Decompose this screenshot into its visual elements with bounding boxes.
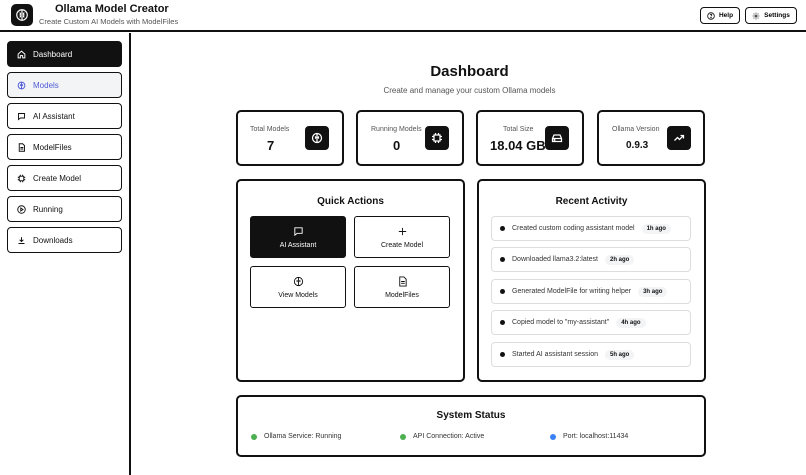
file-icon: [398, 275, 407, 287]
status-api-connection: API Connection: Active: [400, 433, 484, 440]
activity-item: Created custom coding assistant model 1h…: [491, 216, 691, 241]
quick-action-ai-assistant[interactable]: AI Assistant: [250, 216, 346, 258]
time-badge: 1h ago: [641, 223, 671, 234]
chat-icon: [293, 226, 303, 236]
bullet-icon: [500, 352, 505, 357]
trending-up-icon: [667, 126, 691, 150]
recent-activity-panel: Recent Activity Created custom coding as…: [477, 179, 706, 382]
settings-button[interactable]: Settings: [745, 7, 797, 24]
activity-item: Downloaded llama3.2:latest 2h ago: [491, 247, 691, 272]
home-icon: [17, 49, 26, 58]
stat-card-total-models: Total Models 7: [236, 110, 344, 166]
sidebar-item-models[interactable]: Models: [7, 72, 122, 98]
brain-icon: [11, 4, 33, 26]
chat-icon: [18, 112, 25, 120]
system-status-panel: System Status Ollama Service: Running AP…: [236, 395, 706, 457]
sidebar-item-label: Models: [33, 80, 59, 90]
brain-icon: [293, 276, 303, 286]
stat-card-total-size: Total Size 18.04 GB: [476, 110, 584, 166]
help-icon: [707, 11, 715, 20]
drive-icon: [545, 126, 569, 150]
bullet-icon: [500, 257, 505, 262]
file-icon: [18, 142, 25, 152]
activity-text: Copied model to "my-assistant": [512, 319, 610, 326]
plus-icon: [398, 227, 406, 235]
app-title: Ollama Model Creator: [55, 3, 169, 15]
status-dot-icon: [550, 433, 556, 440]
stat-value: 18.04 GB: [490, 138, 546, 153]
chip-icon: [17, 174, 26, 182]
time-badge: 3h ago: [638, 286, 668, 297]
gear-icon: [752, 12, 760, 19]
time-badge: 2h ago: [605, 254, 635, 265]
sidebar-item-label: Running: [33, 204, 63, 214]
activity-text: Downloaded llama3.2:latest: [512, 256, 598, 263]
sidebar-item-label: AI Assistant: [33, 111, 75, 121]
time-badge: 5h ago: [605, 349, 635, 360]
bullet-icon: [500, 226, 505, 231]
download-icon: [18, 236, 25, 244]
panel-title: Quick Actions: [317, 196, 384, 207]
help-button[interactable]: Help: [700, 7, 740, 24]
stat-label: Total Size: [503, 126, 534, 133]
page-title: Dashboard: [430, 63, 509, 80]
quick-action-view-models[interactable]: View Models: [250, 266, 346, 308]
time-badge: 4h ago: [616, 317, 646, 328]
status-port: Port: localhost:11434: [550, 433, 628, 440]
quick-actions-panel: Quick Actions AI Assistant Create Model …: [236, 179, 465, 382]
activity-item: Started AI assistant session 5h ago: [491, 342, 691, 367]
stat-value: 0: [393, 138, 401, 153]
stat-label: Total Models: [250, 126, 290, 133]
quick-action-label: AI Assistant: [279, 241, 317, 249]
activity-text: Generated ModelFile for writing helper: [512, 288, 632, 295]
stat-card-running-models: Running Models 0: [356, 110, 464, 166]
status-dot-icon: [251, 433, 257, 440]
bullet-icon: [500, 289, 505, 294]
quick-action-label: View Models: [278, 291, 318, 299]
status-dot-icon: [400, 433, 406, 440]
help-label: Help: [718, 12, 734, 19]
status-text: Ollama Service: Running: [264, 433, 342, 440]
sidebar-item-running[interactable]: Running: [7, 196, 122, 222]
sidebar-item-downloads[interactable]: Downloads: [7, 227, 122, 253]
stat-value: 0.9.3: [626, 140, 649, 151]
panel-title: System Status: [436, 410, 506, 421]
app-subtitle: Create Custom AI Models with ModelFiles: [39, 17, 179, 26]
sidebar-item-label: ModelFiles: [33, 142, 72, 152]
activity-text: Started AI assistant session: [512, 351, 598, 358]
sidebar: Dashboard Models AI Assistant ModelFiles…: [0, 33, 131, 475]
sidebar-item-modelfiles[interactable]: ModelFiles: [7, 134, 122, 160]
settings-label: Settings: [764, 12, 790, 19]
status-ollama-service: Ollama Service: Running: [251, 433, 341, 440]
bullet-icon: [500, 320, 505, 325]
activity-item: Copied model to "my-assistant" 4h ago: [491, 310, 691, 335]
quick-action-modelfiles[interactable]: ModelFiles: [354, 266, 450, 308]
stat-label: Running Models: [371, 126, 422, 133]
sidebar-item-label: Create Model: [33, 173, 82, 183]
quick-action-label: Create Model: [380, 241, 424, 249]
quick-action-create-model[interactable]: Create Model: [354, 216, 450, 258]
play-icon: [17, 204, 26, 214]
main-content: Dashboard Create and manage your custom …: [133, 33, 806, 475]
sidebar-item-dashboard[interactable]: Dashboard: [7, 41, 122, 67]
brain-icon: [17, 81, 26, 89]
activity-item: Generated ModelFile for writing helper 3…: [491, 279, 691, 304]
brain-icon: [305, 126, 329, 150]
app-header: Ollama Model Creator Create Custom AI Mo…: [0, 0, 806, 32]
sidebar-item-create-model[interactable]: Create Model: [7, 165, 122, 191]
status-text: API Connection: Active: [413, 433, 485, 440]
sidebar-item-ai-assistant[interactable]: AI Assistant: [7, 103, 122, 129]
panel-title: Recent Activity: [555, 196, 628, 207]
activity-text: Created custom coding assistant model: [512, 225, 635, 232]
sidebar-item-label: Downloads: [33, 235, 73, 245]
page-subtitle: Create and manage your custom Ollama mod…: [383, 86, 556, 95]
sidebar-item-label: Dashboard: [33, 49, 73, 59]
stat-value: 7: [267, 138, 275, 153]
stat-card-ollama-version: Ollama Version 0.9.3: [597, 110, 705, 166]
quick-action-label: ModelFiles: [385, 291, 419, 299]
status-text: Port: localhost:11434: [563, 433, 629, 440]
chip-icon: [425, 126, 449, 150]
stat-label: Ollama Version: [612, 126, 660, 133]
